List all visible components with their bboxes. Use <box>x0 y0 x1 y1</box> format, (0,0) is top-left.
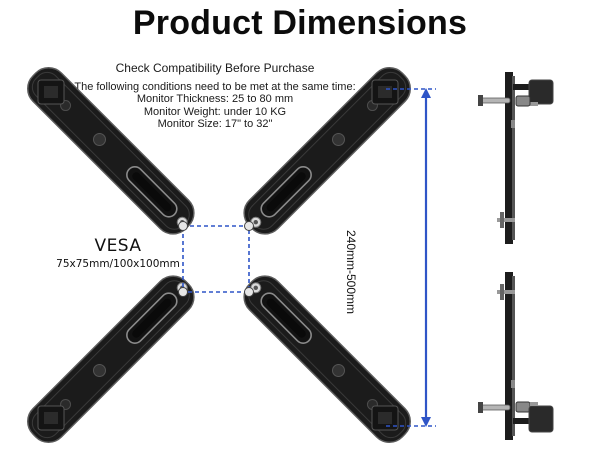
range-dimension <box>386 88 436 427</box>
vesa-sizes: 75x75mm/100x100mm <box>56 258 180 270</box>
compatibility-heading: Check Compatibility Before Purchase <box>115 61 315 75</box>
page-title: Product Dimensions <box>132 4 468 42</box>
compatibility-intro: The following conditions need to be met … <box>74 80 356 93</box>
condition-weight: Monitor Weight: under 10 KG <box>143 105 287 118</box>
vesa-label: VESA 75x75mm/100x100mm <box>48 236 188 270</box>
vesa-mount-holes <box>178 221 254 297</box>
range-label: 240mm-500mm <box>344 229 358 315</box>
vesa-title: VESA <box>94 236 142 256</box>
clamp-pad-bottom-left <box>37 405 65 431</box>
compatibility-notes: Check Compatibility Before Purchase The … <box>60 62 370 131</box>
side-profile-top <box>478 72 554 244</box>
clamp-pad-top-right <box>371 79 399 105</box>
clamp-pad-top-left <box>37 79 65 105</box>
vesa-pattern-square <box>182 225 250 293</box>
side-profile-bottom <box>478 272 554 440</box>
condition-size: Monitor Size: 17" to 32" <box>157 118 273 130</box>
clamp-pad-bottom-right <box>371 405 399 431</box>
condition-thickness: Monitor Thickness: 25 to 80 mm <box>136 93 294 105</box>
